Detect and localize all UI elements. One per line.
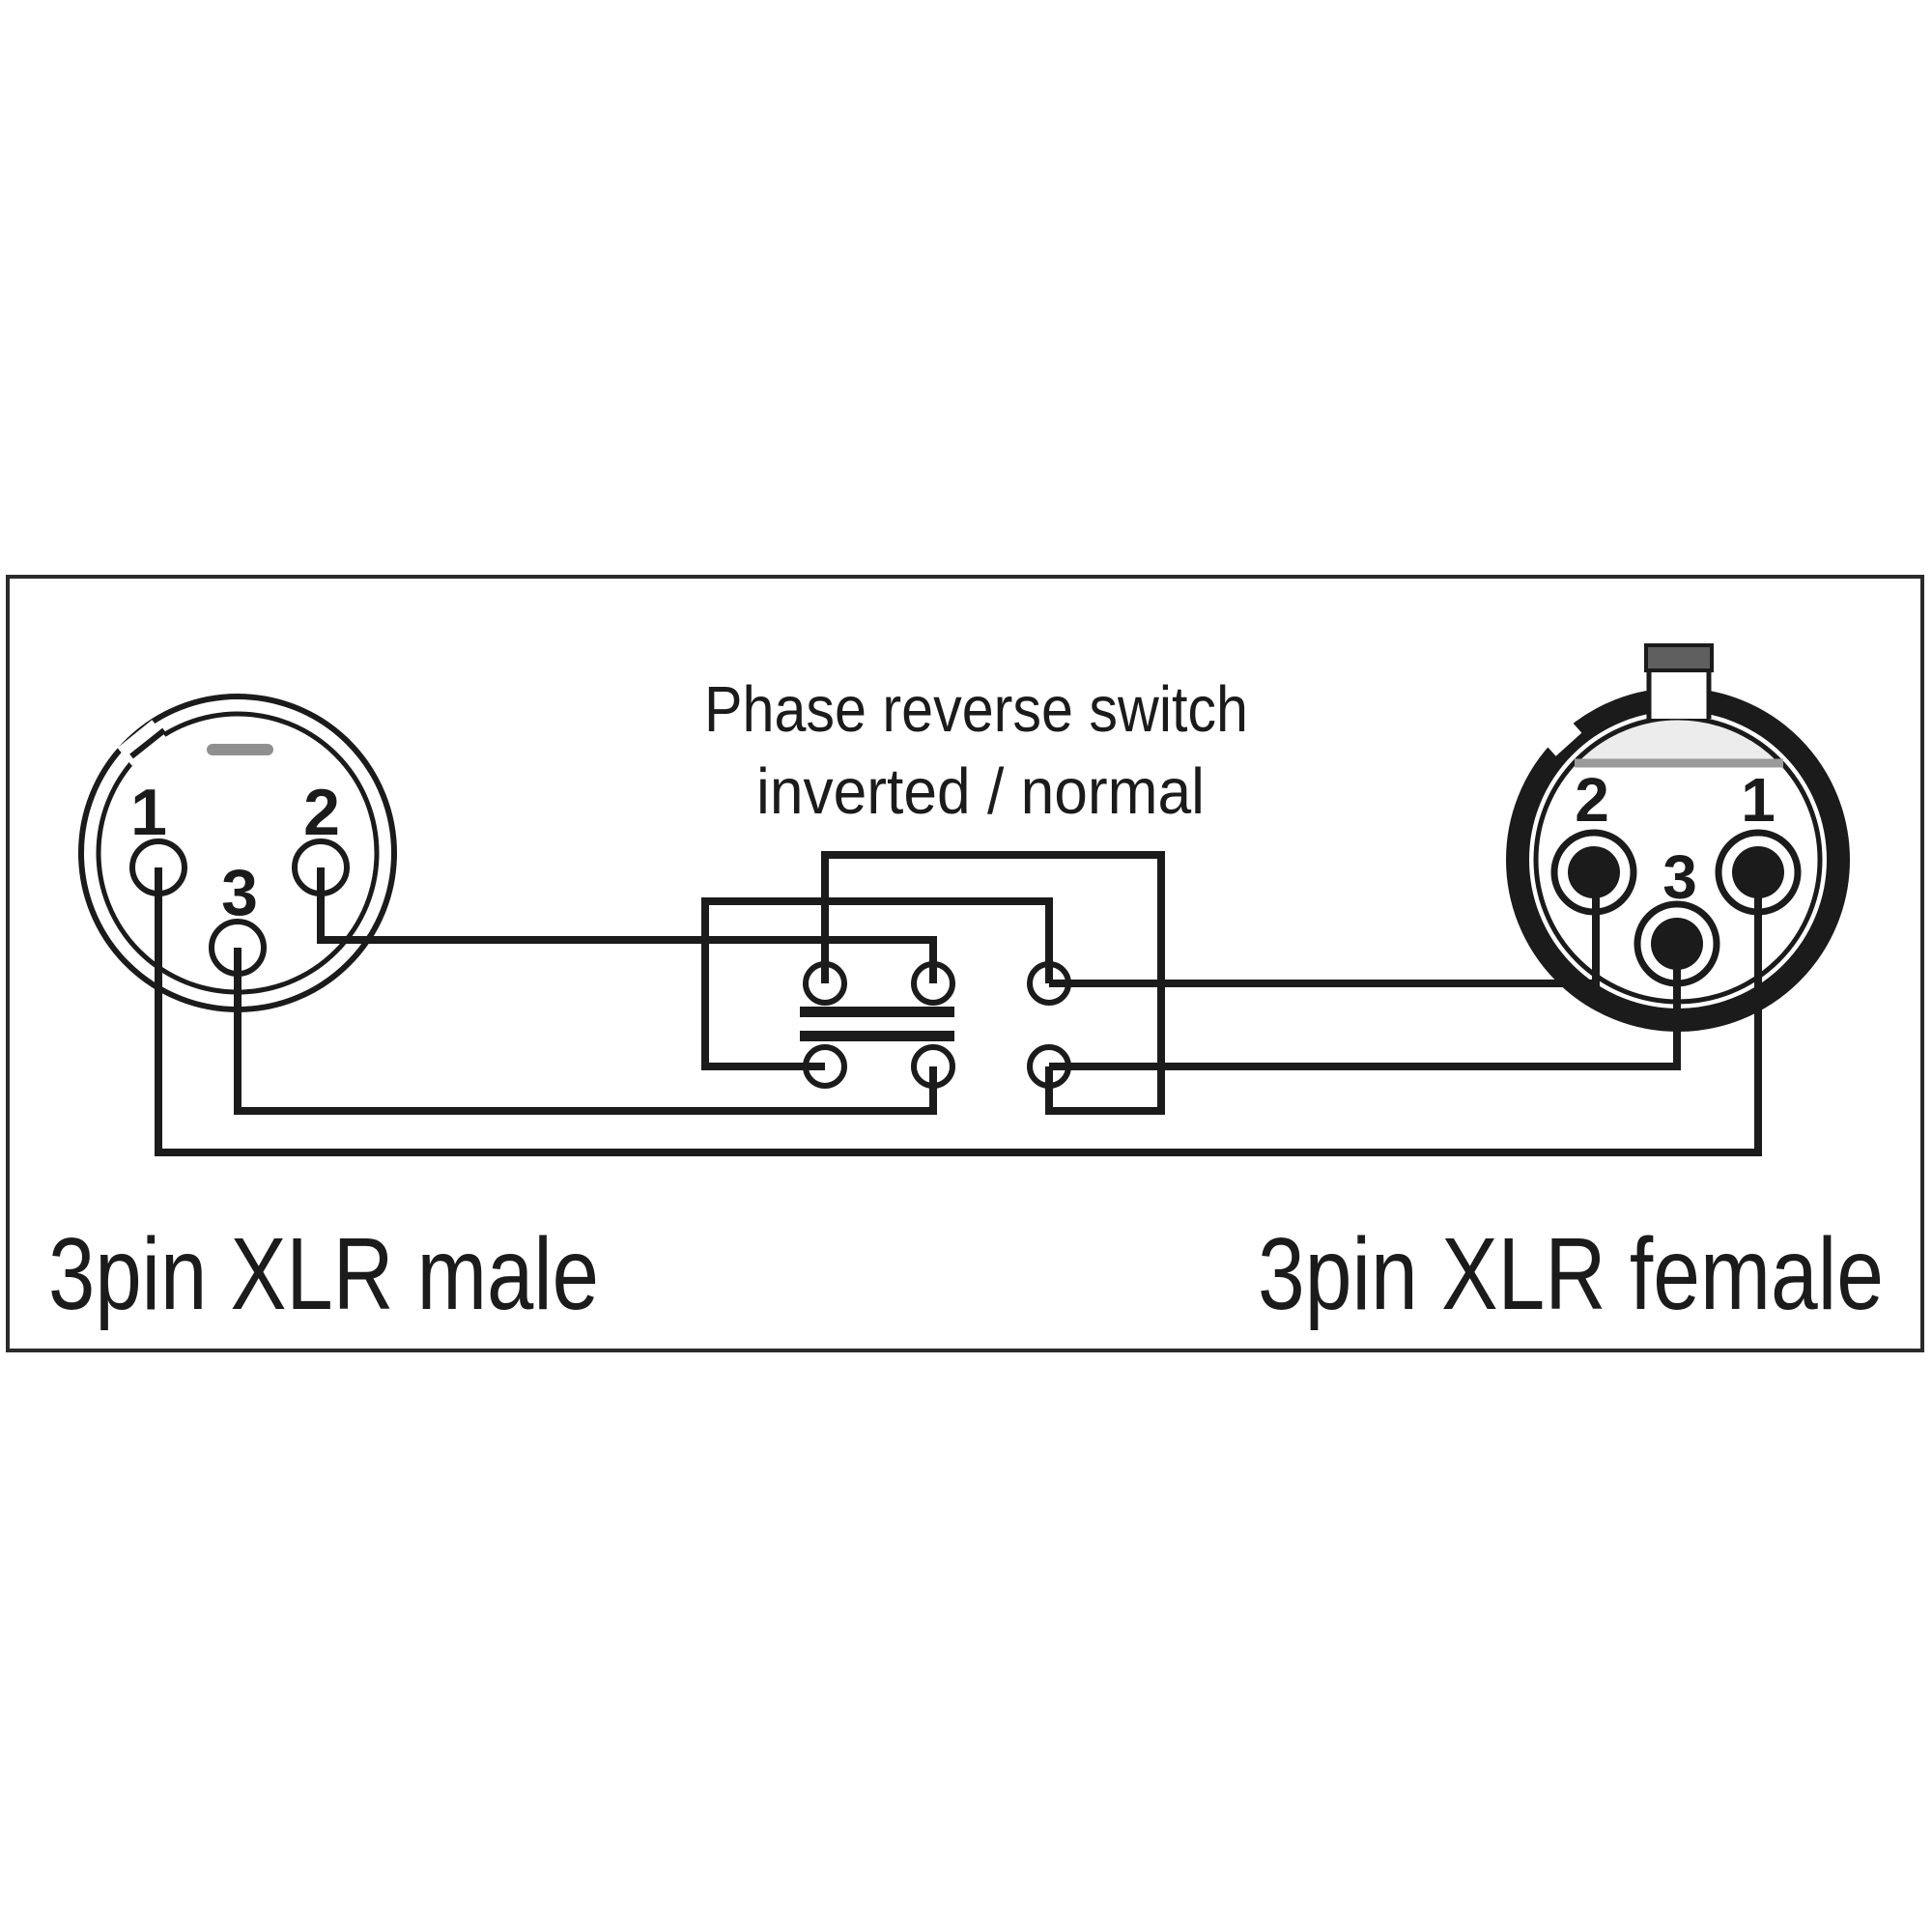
male-keyway-notch-icon xyxy=(117,720,167,766)
male-keyway-step-icon xyxy=(129,727,166,759)
diagram-title-line1: Phase reverse switch xyxy=(704,673,1248,746)
wire-male-pin3-to-switch-bottom-middle xyxy=(234,948,937,1115)
female-latch-slot xyxy=(1649,667,1709,719)
male-xlr-connector: 1 2 3 xyxy=(78,694,397,1012)
switch-bridge-bar-bottom xyxy=(800,1031,954,1041)
male-pin-2-label: 2 xyxy=(303,776,340,849)
female-connector-label: 3pin XLR female xyxy=(1258,1217,1884,1331)
wire-switch-top-right-to-female-pin2 xyxy=(1049,872,1600,987)
switch-bridge-bar-top xyxy=(800,1007,954,1017)
diagram-title-line2: inverted / normal xyxy=(756,755,1205,828)
female-latch-tab-icon xyxy=(1644,643,1714,672)
diagram-frame xyxy=(6,575,1924,1352)
wire-male-pin1-to-female-pin1 xyxy=(155,867,1762,1156)
female-pin-2-label: 2 xyxy=(1575,765,1609,835)
male-pin-3-label: 3 xyxy=(221,856,258,929)
wire-male-pin2-to-switch-top-middle xyxy=(317,867,937,983)
male-pin-1-label: 1 xyxy=(130,776,167,849)
female-pin-1-label: 1 xyxy=(1741,765,1776,835)
female-ring-notch-icon xyxy=(1544,720,1582,756)
female-pin-3-label: 3 xyxy=(1662,842,1697,912)
wire-switch-crossover-inner-loop xyxy=(701,897,1053,1070)
male-connector-label: 3pin XLR male xyxy=(48,1217,599,1331)
wire-switch-bottom-right-to-female-pin3 xyxy=(1049,944,1681,1070)
